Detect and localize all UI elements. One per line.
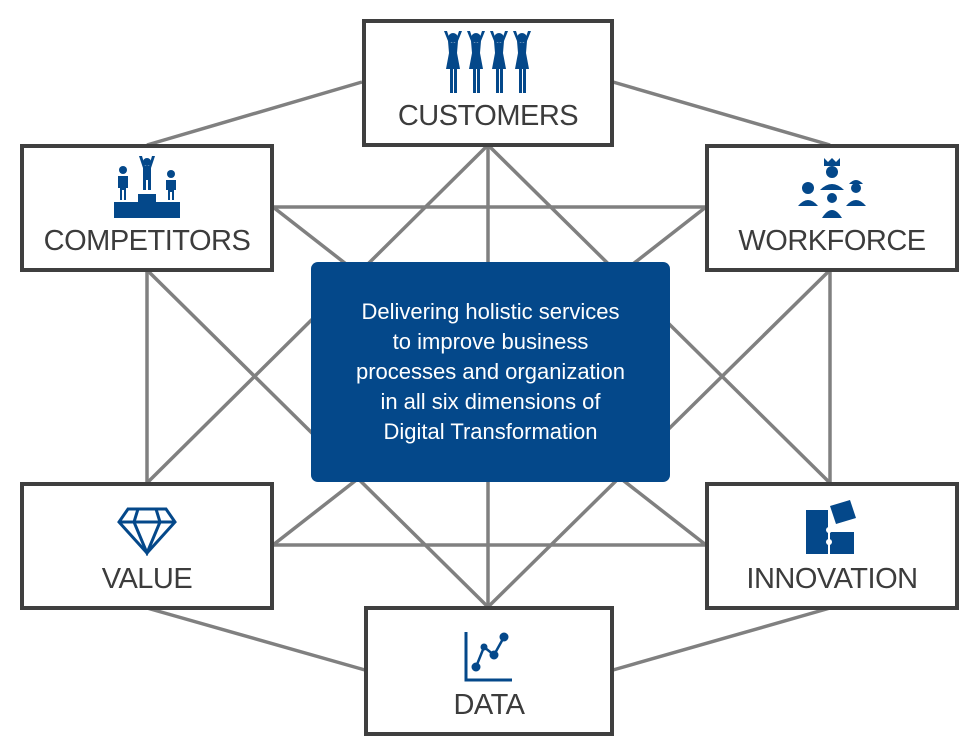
center-line: in all six dimensions of: [380, 389, 601, 414]
node-label: DATA: [453, 689, 525, 721]
node-label: VALUE: [101, 563, 193, 595]
node-innovation: INNOVATION: [705, 482, 959, 610]
center-line: to improve business: [392, 329, 589, 354]
connector: [612, 606, 831, 672]
center-statement: Delivering holistic services to improve …: [311, 262, 670, 482]
workers-group-icon: [796, 156, 868, 218]
diamond-icon: [116, 494, 178, 556]
connector: [146, 606, 366, 672]
connector: [146, 80, 363, 147]
center-line: Digital Transformation: [383, 419, 598, 444]
node-label: WORKFORCE: [738, 225, 926, 257]
node-label: CUSTOMERS: [397, 100, 579, 132]
node-data: DATA: [364, 606, 614, 736]
center-line: Delivering holistic services: [361, 299, 620, 324]
connector: [612, 80, 831, 147]
podium-icon: [114, 156, 180, 218]
line-chart-icon: [464, 620, 514, 682]
node-competitors: COMPETITORS: [20, 144, 274, 272]
node-label: INNOVATION: [746, 563, 918, 595]
puzzle-icon: [806, 494, 858, 556]
node-workforce: WORKFORCE: [705, 144, 959, 272]
node-label: COMPETITORS: [43, 225, 251, 257]
center-line: processes and organization: [355, 359, 626, 384]
people-cheering-icon: [442, 31, 534, 93]
node-value: VALUE: [20, 482, 274, 610]
node-customers: CUSTOMERS: [362, 19, 614, 147]
